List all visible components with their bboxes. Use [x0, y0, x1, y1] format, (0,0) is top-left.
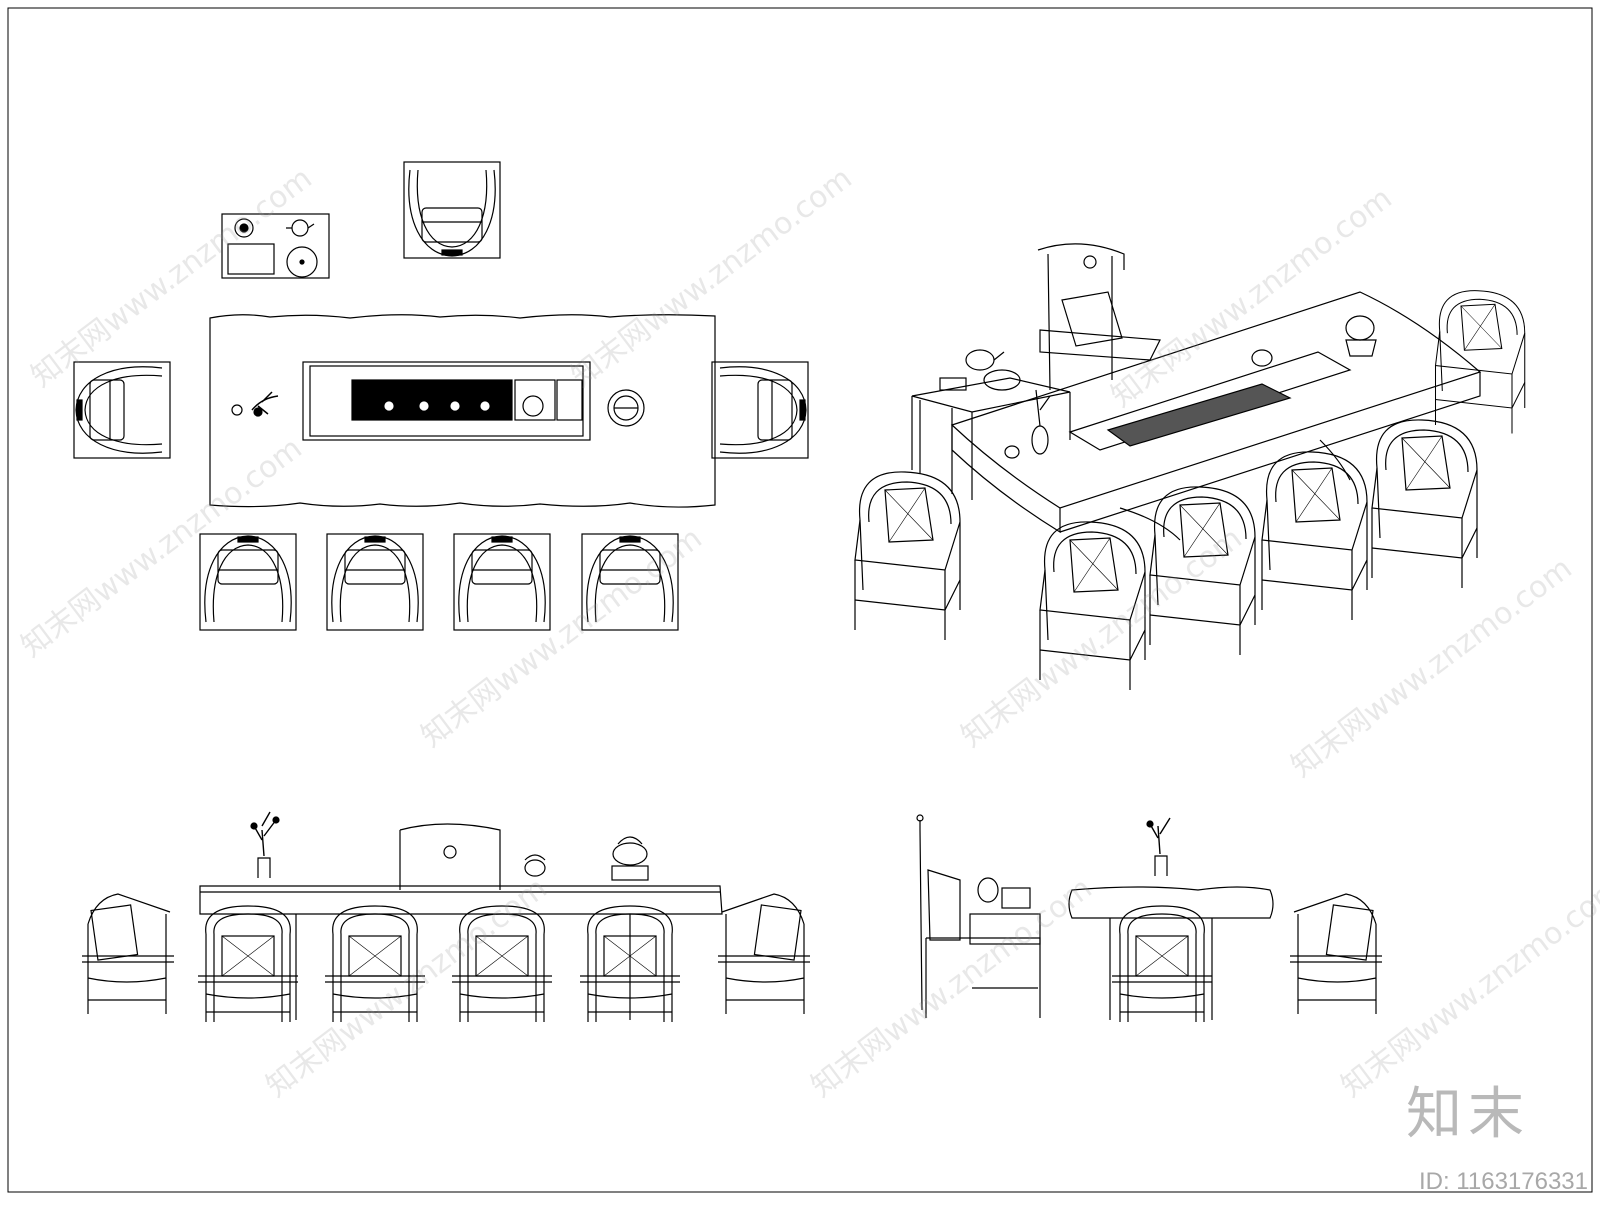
iso-chair-3: [1261, 451, 1368, 621]
iso-chair-1: [1039, 521, 1146, 691]
plan-table: [209, 314, 716, 508]
front-chair-left: [81, 893, 175, 1015]
front-chair-right: [717, 893, 811, 1015]
sheet-border: [7, 7, 1593, 1193]
plan-chair-bottom-2: [326, 533, 424, 631]
front-chair-3: [451, 905, 553, 1023]
iso-main-chair: [1037, 243, 1161, 391]
front-chair-2: [324, 905, 426, 1023]
plan-chair-bottom-3: [453, 533, 551, 631]
front-kettle: [524, 836, 649, 881]
iso-chair-front-left: [854, 471, 961, 641]
iso-view: [854, 243, 1526, 691]
plan-tea-tray: [221, 213, 330, 279]
side-back-chair: [916, 814, 1041, 1018]
side-chair-right: [1289, 893, 1383, 1015]
plan-chair-left: [73, 361, 171, 459]
plan-chair-right: [711, 361, 809, 459]
brand-logo: 知末: [1406, 1082, 1530, 1147]
plan-chair-bottom-1: [199, 533, 297, 631]
iso-side-cabinet: [911, 349, 1071, 500]
iso-chair-4: [1371, 419, 1478, 589]
plan-chair-bottom-4: [581, 533, 679, 631]
plan-chair-top: [403, 161, 501, 259]
side-elevation: [916, 814, 1383, 1023]
image-id: ID: 1163176331: [1418, 1168, 1588, 1195]
front-vase: [250, 811, 280, 878]
side-table: [1068, 817, 1274, 1020]
front-chair-1: [197, 905, 299, 1023]
iso-chair-back-right: [1434, 290, 1526, 435]
front-table: [199, 823, 723, 1020]
side-chair-front: [1111, 905, 1213, 1023]
plan-view: [73, 161, 809, 631]
front-elevation: [81, 811, 811, 1023]
iso-chair-2: [1149, 486, 1256, 656]
